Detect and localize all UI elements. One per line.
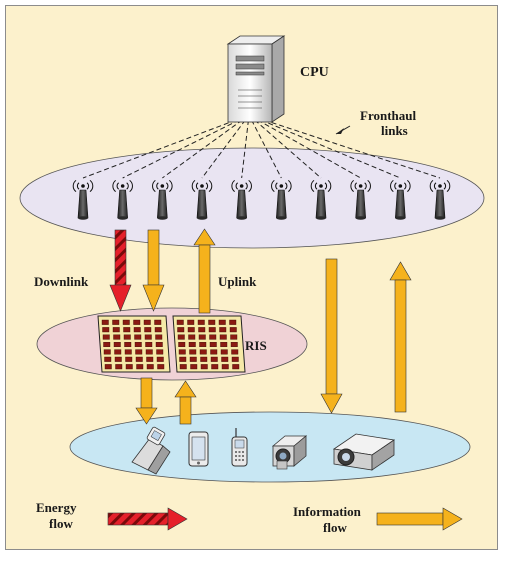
smartphone-icon [188,431,209,467]
user-to-ap-direct-arrow [389,261,412,413]
fronthaul-link [251,119,282,179]
information-flow-legend-arrow [376,507,463,531]
access-point-antenna-icon [429,180,451,220]
fronthaul-link [254,119,322,179]
fronthaul-label-line1: Fronthaul [360,108,416,123]
video-camera-icon [271,435,308,470]
energy-flow-legend-arrow [107,507,188,531]
access-point-antenna-icon [112,180,133,220]
flip-phone-icon [131,426,171,475]
cpu-label: CPU [300,65,329,80]
access-point-antenna-icon [271,180,292,220]
fronthaul-link [241,119,249,179]
user-to-ris-arrow [174,380,197,425]
ris-label: RIS [245,338,267,353]
uplink-label: Uplink [218,274,257,289]
fronthaul-link [122,119,240,179]
access-point-antenna-icon [72,180,94,220]
downlink-label: Downlink [34,274,89,289]
mobile-phone-icon [231,428,248,467]
access-points [72,180,451,220]
energy-flow-label-line1: Energy [36,500,77,515]
information-flow-label-line2: flow [323,520,347,535]
fronthaul-link [263,119,441,179]
fronthaul-link [162,119,243,179]
information-flow-label-line1: Information [293,504,362,519]
downlink-energy-arrow [109,229,132,312]
access-point-antenna-icon [390,180,411,220]
access-point-antenna-icon [191,180,213,220]
fronthaul-label-line2: links [381,123,408,138]
downlink-info-arrow [142,229,165,312]
access-point-antenna-icon [152,180,173,220]
access-point-antenna-icon [310,180,332,220]
fronthaul-link [201,119,246,179]
energy-flow-label-line2: flow [49,516,73,531]
ris-panel [97,315,171,373]
ris-to-user-arrow [135,377,158,425]
cpu-server-icon [226,35,286,123]
fronthaul-links [82,119,441,179]
fronthaul-link [257,119,361,179]
access-point-antenna-icon [231,180,252,220]
ris-panels [97,315,246,373]
uplink-info-arrow [193,228,216,314]
user-ellipse [69,411,471,483]
access-point-ellipse [19,147,485,249]
fronthaul-link [82,119,237,179]
ris-panel [172,315,246,373]
projector-icon [332,433,396,471]
fronthaul-link [260,119,401,179]
fronthaul-pointer-head [336,128,344,134]
ap-to-user-direct-arrow [320,258,343,414]
access-point-antenna-icon [350,180,371,220]
